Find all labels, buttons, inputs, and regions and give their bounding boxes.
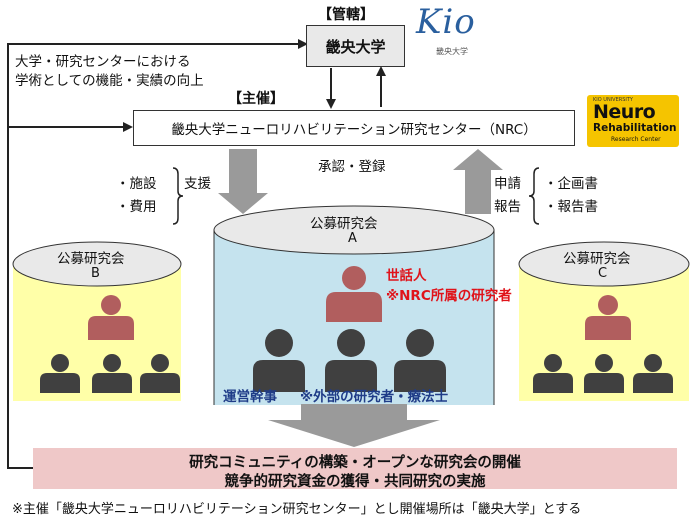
outcome-box [33,448,677,489]
sewanin-label: 世話人 [386,268,427,284]
approval-label: 承認・登録 [318,159,386,175]
report-label-apply: 申請 [494,176,521,192]
kio-logo-sub: 畿央大学 [436,47,468,56]
member-person-c3 [633,354,673,393]
group-b-top [12,241,182,287]
neuro-logo-line3: Research Center [611,136,661,143]
nrc-center-box: 畿央大学ニューロリハビリテーション研究センター（NRC） [133,110,575,146]
shusai-label: 【主催】 [228,91,284,107]
report-bracket [528,167,540,225]
support-label: 支援 [184,176,211,192]
member-person-b2 [92,354,132,393]
leader-person-a [326,266,382,322]
group-c-letter: C [598,266,608,281]
neuro-logo-line2: Rehabilitation [593,122,677,134]
neuro-rehab-logo: KIO UNIVERSITY Neuro Rehabilitation Rese… [587,95,679,147]
report-item-report: ・報告書 [544,199,598,215]
left-note-line2: 学術としての機能・実績の向上 [15,73,204,89]
leader-person-c [585,295,631,340]
nrc-member-note: ※NRC所属の研究者 [386,288,512,304]
group-b-letter: B [91,266,100,281]
member-person-c1 [533,354,573,393]
outcome-line2: 競争的研究資金の獲得・共同研究の実施 [224,474,486,490]
neuro-logo-line1: Neuro [593,101,656,123]
kankatsu-label: 【管轄】 [318,7,374,23]
group-a-name: 公募研究会 [310,216,378,232]
report-up-arrow [453,149,503,214]
kio-logo-mark: Kio [416,2,476,42]
outcome-line1: 研究コミュニティの構築・オープンな研究会の開催 [189,455,521,471]
report-item-plan: ・企画書 [544,176,598,192]
member-person-a1 [253,329,305,392]
feedback-loop-line [7,39,308,469]
left-note-line1: 大学・研究センターにおける [15,54,191,70]
group-a-letter: A [348,231,357,246]
member-person-c2 [584,354,624,393]
footnote: ※主催「畿央大学ニューロリハビリテーション研究センター」とし開催場所は「畿央大学… [12,502,582,517]
member-person-a3 [394,329,446,392]
neuro-logo-top: KIO UNIVERSITY [593,97,633,103]
support-item-cost: ・費用 [116,199,157,215]
university-box: 畿央大学 [306,25,405,67]
support-bracket [172,167,184,225]
external-member-note: ※外部の研究者・療法士 [300,389,449,405]
group-b-name: 公募研究会 [57,251,125,267]
leader-person-b [88,295,134,340]
group-c-name: 公募研究会 [563,251,631,267]
group-a-top [213,205,495,255]
group-c-top [518,241,690,287]
member-person-b3 [140,354,180,393]
kio-logo: Kio 畿央大学 [414,2,490,60]
member-person-a2 [325,329,377,392]
report-label-report: 報告 [494,199,521,215]
member-person-b1 [40,354,80,393]
support-item-facility: ・施設 [116,176,157,192]
support-down-arrow [218,149,268,214]
outcome-down-arrow [268,404,440,447]
uneikanji-label: 運営幹事 [223,389,277,405]
